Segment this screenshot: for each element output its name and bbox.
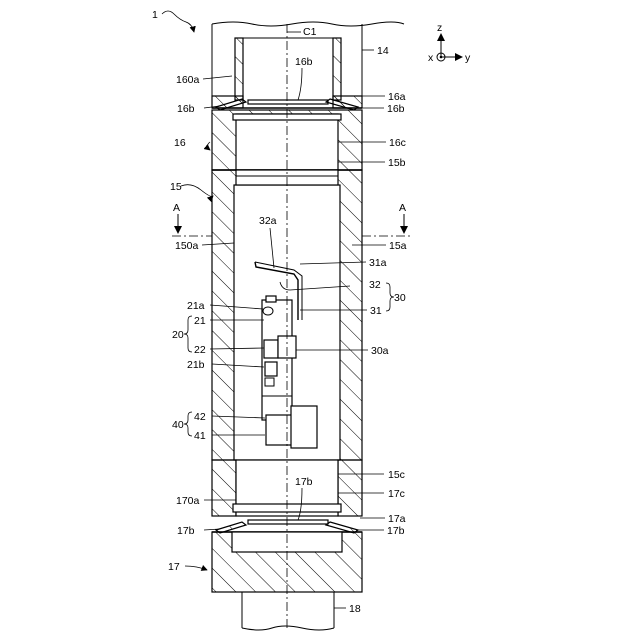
label-17a: 17a <box>388 513 406 525</box>
figure-number: 1 <box>152 9 158 21</box>
label-32a: 32a <box>259 215 277 227</box>
label-16c: 16c <box>389 137 406 149</box>
label-170a: 170a <box>176 495 200 507</box>
label-16b-right: 16b <box>387 103 405 115</box>
label-15: 15 <box>170 181 182 193</box>
axis-x-label: x <box>428 52 434 64</box>
label-14: 14 <box>377 45 389 57</box>
label-21a: 21a <box>187 300 205 312</box>
label-16b-left: 16b <box>177 103 195 115</box>
label-17: 17 <box>168 561 180 573</box>
label-21b: 21b <box>187 359 205 371</box>
axis-z-label: z <box>437 22 442 34</box>
label-16b-top: 16b <box>295 56 313 68</box>
label-30a: 30a <box>371 345 389 357</box>
label-42: 42 <box>194 411 206 423</box>
label-17b-right: 17b <box>387 525 405 537</box>
label-22: 22 <box>194 344 206 356</box>
section-label-right: A <box>399 202 406 214</box>
label-18: 18 <box>349 603 361 615</box>
label-40: 40 <box>172 419 184 431</box>
label-15a: 15a <box>389 240 407 252</box>
label-21: 21 <box>194 315 206 327</box>
label-150a: 150a <box>175 240 199 252</box>
label-20: 20 <box>172 329 184 341</box>
label-16: 16 <box>174 137 186 149</box>
label-17b-top: 17b <box>295 476 313 488</box>
label-17b-left: 17b <box>177 525 195 537</box>
label-31a: 31a <box>369 257 387 269</box>
label-30: 30 <box>394 292 406 304</box>
label-15c: 15c <box>388 469 405 481</box>
label-17c: 17c <box>388 488 405 500</box>
axes-indicator: z x y <box>428 22 471 64</box>
label-31: 31 <box>370 305 382 317</box>
label-16a: 16a <box>388 91 406 103</box>
lower-pipe-18 <box>242 592 334 630</box>
figure-number-leader <box>162 11 194 32</box>
label-15b: 15b <box>388 157 406 169</box>
label-160a: 160a <box>176 74 200 86</box>
label-41: 41 <box>194 430 206 442</box>
label-32: 32 <box>369 279 381 291</box>
axis-y-label: y <box>465 52 471 64</box>
section-label-left: A <box>173 202 180 214</box>
centerline-label: C1 <box>303 26 317 38</box>
